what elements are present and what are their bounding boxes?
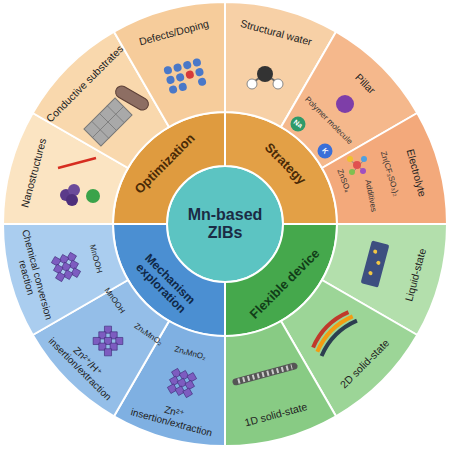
topic-segment: Chemical conversion reactionMnOOH xyxy=(3,224,129,336)
topic-segment: Defects/Doping xyxy=(113,2,225,128)
sector-shape xyxy=(225,320,336,446)
sector-fill xyxy=(3,224,128,335)
center-title: Mn-based ZIBs xyxy=(180,206,270,241)
sector-fill xyxy=(322,113,447,224)
sector-fill xyxy=(114,2,225,127)
topic-segment: 1D solid-state xyxy=(225,320,336,446)
sector-fill xyxy=(225,321,336,446)
